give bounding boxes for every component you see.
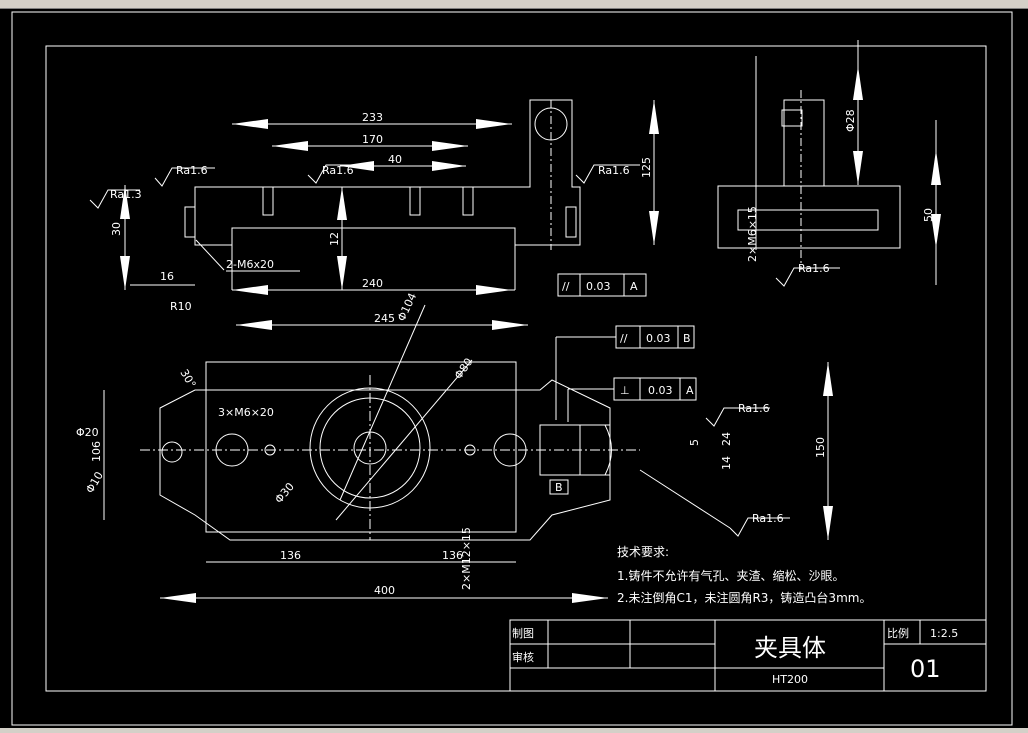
- tol-a-value: 0.03: [648, 384, 673, 397]
- roughness-ra-2: Ra1.6: [322, 164, 354, 177]
- side-dim-50: 50: [922, 208, 935, 222]
- side-hole-note: 2×M6×15: [746, 206, 759, 262]
- notes-heading: 技术要求:: [617, 545, 669, 559]
- dim-12: 12: [328, 232, 341, 246]
- front-roughness-1: Ra1.6: [738, 402, 770, 415]
- hole-note-top: 2-M6x20: [226, 258, 274, 271]
- front-view: 245 Φ104 Φ80 R10 30° 3×M6×20 Φ20 106 Φ10…: [76, 291, 833, 603]
- front-hole-note-2: 2×M12×15: [460, 527, 473, 590]
- tol-top-datum: A: [630, 280, 638, 293]
- front-dim-400: 400: [374, 584, 395, 597]
- roughness-ra-4: Ra1.3: [110, 188, 142, 201]
- window-top-bar: [0, 0, 1028, 9]
- front-dim-245: 245: [374, 312, 395, 325]
- front-dim-136-right: 136: [442, 549, 463, 562]
- front-dim-80: Φ80: [452, 356, 476, 382]
- front-dim-106: 106: [90, 441, 103, 462]
- front-dim-24: 24: [720, 432, 733, 446]
- checked-label: 审核: [512, 650, 534, 664]
- top-section-view: 233 170 40 125 30 12 16 240 Ra1.6 Ra1.6: [89, 99, 659, 297]
- front-dim-14: 14: [720, 456, 733, 470]
- notes-line-2: 2.未注倒角C1，未注圆角R3，铸造凸台3mm。: [617, 590, 871, 605]
- tol-a-datum: A: [686, 384, 694, 397]
- dim-125: 125: [640, 157, 653, 178]
- front-dim-5: 5: [688, 439, 701, 446]
- front-angle-30: 30°: [177, 367, 198, 390]
- tol-top-symbol: //: [562, 280, 570, 293]
- roughness-ra-3: Ra1.6: [598, 164, 630, 177]
- scale-value: 1:2.5: [930, 627, 958, 640]
- front-dim-104: Φ104: [395, 291, 419, 323]
- dim-16: 16: [160, 270, 174, 283]
- dim-233: 233: [362, 111, 383, 124]
- front-dim-20: Φ20: [76, 426, 99, 439]
- side-dim-28: Φ28: [844, 109, 857, 132]
- front-dim-150: 150: [814, 437, 827, 458]
- title-block: 制图 审核 夹具体 HT200 比例 1:2.5 01: [509, 619, 987, 692]
- notes-line-1: 1.铸件不允许有气孔、夹渣、缩松、沙眼。: [617, 568, 844, 583]
- front-dim-136-left: 136: [280, 549, 301, 562]
- part-name: 夹具体: [754, 634, 826, 662]
- side-roughness: Ra1.6: [798, 262, 830, 275]
- front-roughness-2: Ra1.6: [752, 512, 784, 525]
- front-holes-note: 3×M6×20: [218, 406, 274, 419]
- drawn-label: 制图: [512, 627, 534, 640]
- scale-label: 比例: [887, 626, 909, 640]
- roughness-ra-1: Ra1.6: [176, 164, 208, 177]
- tol-a-symbol: ⊥: [620, 384, 630, 397]
- sheet-number: 01: [910, 655, 941, 683]
- window-bottom-bar: [0, 728, 1028, 733]
- datum-b-box: B: [555, 481, 563, 494]
- material: HT200: [772, 673, 808, 686]
- front-radius-10: R10: [170, 300, 192, 313]
- tol-top-value: 0.03: [586, 280, 611, 293]
- dim-240: 240: [362, 277, 383, 290]
- dim-30: 30: [110, 222, 123, 236]
- side-section-view: Φ28 50 2×M6×15 Ra1.6: [717, 40, 941, 287]
- tol-b-value: 0.03: [646, 332, 671, 345]
- dim-40: 40: [388, 153, 402, 166]
- front-dim-30: Φ30: [272, 480, 297, 506]
- front-dim-10: Φ10: [83, 469, 106, 495]
- outer-border: [11, 11, 1013, 726]
- tol-b-symbol: //: [620, 332, 628, 345]
- dim-170: 170: [362, 133, 383, 146]
- tol-b-datum: B: [683, 332, 691, 345]
- technical-notes: 技术要求: 1.铸件不允许有气孔、夹渣、缩松、沙眼。 2.未注倒角C1，未注圆角…: [617, 545, 871, 605]
